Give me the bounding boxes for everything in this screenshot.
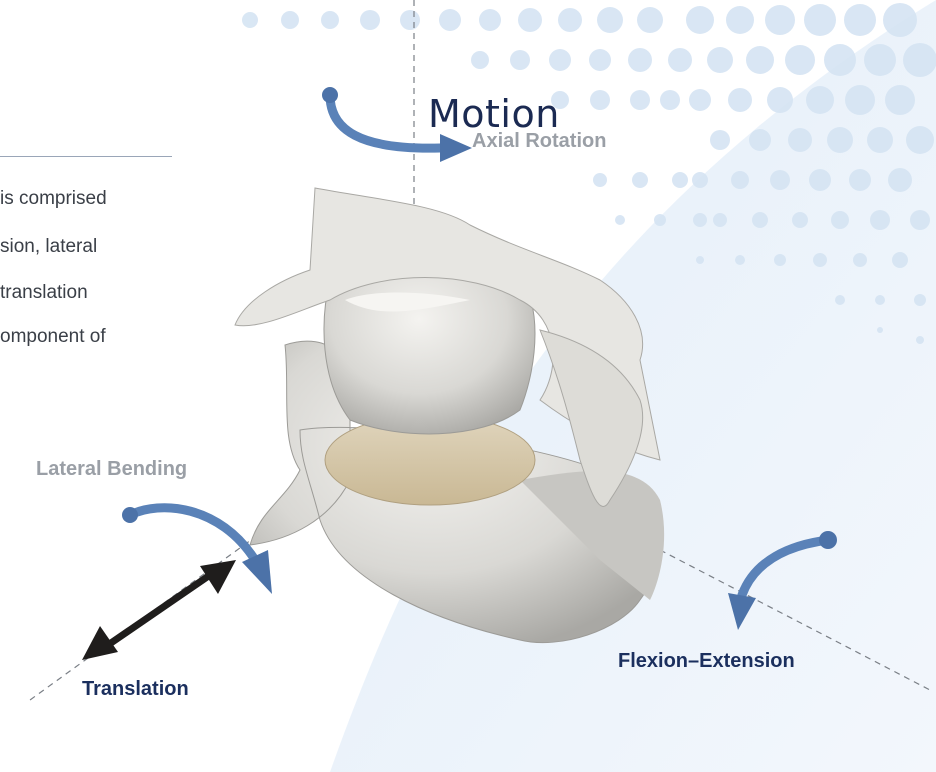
body-text-line-4: omponent of [0,326,106,348]
body-text-line-2: sion, lateral [0,236,97,258]
translation-label: Translation [82,678,189,701]
flexion-extension-label: Flexion–Extension [618,650,795,673]
vertebra-illustration [235,188,664,643]
body-text-line-3: translation [0,282,88,304]
axial-rotation-label: Axial Rotation [472,130,606,153]
body-text-line-1: is comprised [0,188,107,210]
translation-arrow [108,575,210,645]
lateral-bending-label: Lateral Bending [36,458,187,481]
lateral-bending-arrow [130,508,255,560]
title-underline [0,156,172,157]
axial-rotation-arrow [330,95,440,148]
